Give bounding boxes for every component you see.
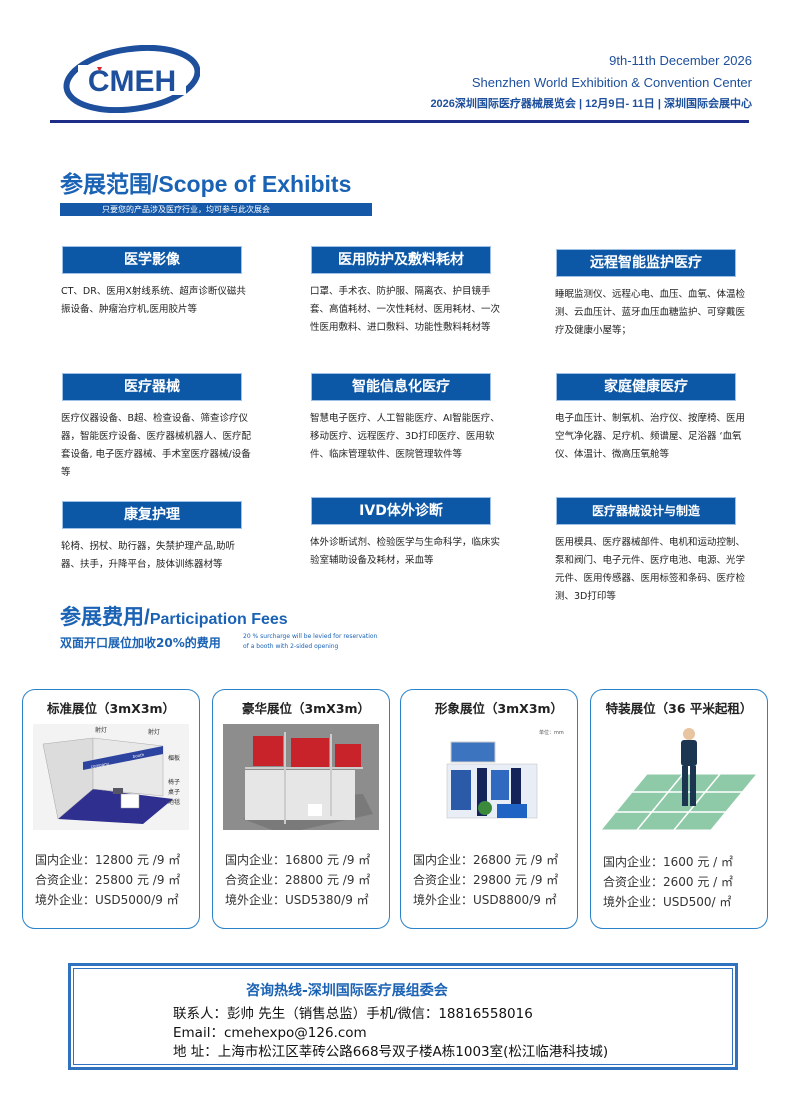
- booth-card-image: 形象展位（3mX3m） 单位：mm 国内企业：26800 元 /9 ㎡ 合资企业…: [400, 689, 578, 929]
- category-description: 电子血压计、制氧机、治疗仪、按摩椅、医用空气净化器、足疗机、频谱屋、足浴器 ‘血…: [555, 413, 746, 460]
- contact-title: 咨询热线-深圳国际医疗展组委会: [246, 983, 448, 999]
- price-domestic: 国内企业：12800 元 /9 ㎡: [35, 853, 181, 867]
- svg-text:CMEH: CMEH: [88, 65, 176, 98]
- cmeh-logo: CMEH: [63, 45, 200, 113]
- category-description: 体外诊断试剂、检验医学与生命科学，临床实验室辅助设备及耗材，采血等: [310, 537, 501, 566]
- price-joint-venture: 合资企业：25800 元 /9 ㎡: [35, 873, 181, 887]
- price-joint-venture: 合资企业：29800 元 /9 ㎡: [413, 873, 559, 887]
- category-header: 医用防护及敷料耗材: [312, 247, 490, 273]
- scope-subtitle: 只要您的产品涉及医疗行业，均可参与此次展会: [60, 203, 372, 216]
- category-description: 医疗仪器设备、B超、检查设备、筛查诊疗仪器，智能医疗设备、医疗器械机器人、医疗配…: [61, 413, 252, 478]
- label-spotlight-2: 射灯: [148, 728, 160, 736]
- label-carpet: 地毯: [168, 798, 180, 806]
- contact-box: 咨询热线-深圳国际医疗展组委会 联系人：彭帅 先生（销售总监）手机/微信：188…: [68, 963, 738, 1070]
- label-fascia: 楣板: [168, 754, 180, 762]
- booth-title: 标准展位（3mX3m）: [46, 701, 176, 716]
- price-domestic: 国内企业：1600 元 / ㎡: [603, 855, 734, 869]
- fees-title-en: Participation Fees: [149, 611, 288, 628]
- category-header: 康复护理: [63, 502, 241, 528]
- label-spotlight-1: 射灯: [95, 726, 107, 734]
- custom-space-image: [601, 728, 757, 830]
- category-description: 口罩、手术衣、防护服、隔离衣、护目镜手套、高值耗材、一次性耗材、医用耗材、一次性…: [310, 286, 501, 333]
- label-chair: 椅子: [168, 778, 180, 786]
- fees-title-cn: 参展费用/: [60, 606, 150, 629]
- luxury-booth-image: [223, 724, 379, 830]
- image-booth-image: 单位：mm: [411, 724, 567, 830]
- price-overseas: 境外企业：USD5380/9 ㎡: [225, 893, 369, 907]
- booth-title: 特装展位（36 平米起租）: [605, 701, 753, 716]
- category-description: CT、DR、医用X射线系统、超声诊断仪磁共振设备、肿瘤治疗机,医用胶片等: [61, 286, 246, 315]
- contact-email[interactable]: Email：cmehexpo@126.com: [173, 1025, 367, 1041]
- category-header: 智能信息化医疗: [312, 374, 490, 400]
- category-header: 医疗器械: [63, 374, 241, 400]
- event-title-cn: 2026深圳国际医疗器械展览会 | 12月9日- 11日 | 深圳国际会展中心: [430, 98, 752, 110]
- unit-label: 单位：mm: [539, 729, 564, 736]
- contact-address: 地 址：上海市松江区莘砖公路668号双子楼A栋1003室(松江临港科技城): [173, 1044, 609, 1060]
- label-table: 桌子: [168, 788, 180, 796]
- category-description: 医用模具、医疗器械部件、电机和运动控制、泵和阀门、电子元件、医疗电池、电源、光学…: [555, 537, 746, 602]
- category-description: 轮椅、拐杖、助行器，失禁护理产品,助听器、扶手，升降平台，肢体训练器材等: [61, 541, 236, 570]
- price-overseas: 境外企业：USD500/ ㎡: [603, 895, 732, 909]
- price-domestic: 国内企业：26800 元 /9 ㎡: [413, 853, 559, 867]
- header-divider: [50, 120, 749, 123]
- booth-prices: 国内企业：12800 元 /9 ㎡ 合资企业：25800 元 /9 ㎡ 境外企业…: [35, 850, 180, 910]
- category-header: IVD体外诊断: [312, 498, 490, 524]
- category-header: 医疗器械设计与制造: [557, 498, 735, 524]
- surcharge-en-line1: 20 % surcharge will be levied for reserv…: [243, 633, 378, 640]
- standard-booth-image: company booth 射灯 射灯 楣板 椅子 桌子 地毯: [33, 724, 189, 830]
- booth-card-standard: 标准展位（3mX3m） company booth 射灯 射灯 楣板 椅子 桌子…: [22, 689, 200, 929]
- contact-person: 联系人：彭帅 先生（销售总监）手机/微信：18816558016: [173, 1006, 533, 1022]
- surcharge-en: 20 % surcharge will be levied for reserv…: [243, 632, 377, 652]
- category-description: 智慧电子医疗、人工智能医疗、AI智能医疗、移动医疗、远程医疗、3D打印医疗、医用…: [310, 413, 500, 460]
- category-header: 家庭健康医疗: [557, 374, 735, 400]
- surcharge-en-line2: of a booth with 2-sided opening: [243, 643, 339, 650]
- booth-title: 形象展位（3mX3m）: [434, 701, 564, 716]
- booth-prices: 国内企业：16800 元 /9 ㎡ 合资企业：28800 元 /9 ㎡ 境外企业…: [225, 850, 370, 910]
- price-domestic: 国内企业：16800 元 /9 ㎡: [225, 853, 371, 867]
- fascia-booth-text: booth: [132, 752, 145, 759]
- booth-prices: 国内企业：26800 元 /9 ㎡ 合资企业：29800 元 /9 ㎡ 境外企业…: [413, 850, 558, 910]
- price-overseas: 境外企业：USD8800/9 ㎡: [413, 893, 557, 907]
- category-header: 远程智能监护医疗: [557, 250, 735, 276]
- booth-prices: 国内企业：1600 元 / ㎡ 合资企业：2600 元 / ㎡ 境外企业：USD…: [603, 852, 733, 912]
- price-overseas: 境外企业：USD5000/9 ㎡: [35, 893, 179, 907]
- scope-title: 参展范围/Scope of Exhibits: [60, 171, 352, 197]
- event-date: 9th-11th December 2026: [609, 53, 752, 68]
- event-venue: Shenzhen World Exhibition & Convention C…: [471, 75, 752, 90]
- surcharge-cn: 双面开口展位加收20%的费用: [60, 636, 221, 650]
- booth-card-luxury: 豪华展位（3mX3m） 国内企业：16800 元 /9 ㎡ 合资企业：28800…: [212, 689, 390, 929]
- category-header: 医学影像: [63, 247, 241, 273]
- category-description: 睡眠监测仪、远程心电、血压、血氧、体温检测、云血压计、蓝牙血压血糖监护、可穿戴医…: [555, 289, 746, 336]
- booth-card-custom: 特装展位（36 平米起租） 国内企业：1600 元 / ㎡ 合资企业：2600 …: [590, 689, 768, 929]
- fees-title: 参展费用/Participation Fees: [60, 601, 288, 631]
- price-joint-venture: 合资企业：2600 元 / ㎡: [603, 875, 734, 889]
- fascia-company-text: company: [90, 761, 110, 769]
- price-joint-venture: 合资企业：28800 元 /9 ㎡: [225, 873, 371, 887]
- booth-title: 豪华展位（3mX3m）: [241, 701, 371, 716]
